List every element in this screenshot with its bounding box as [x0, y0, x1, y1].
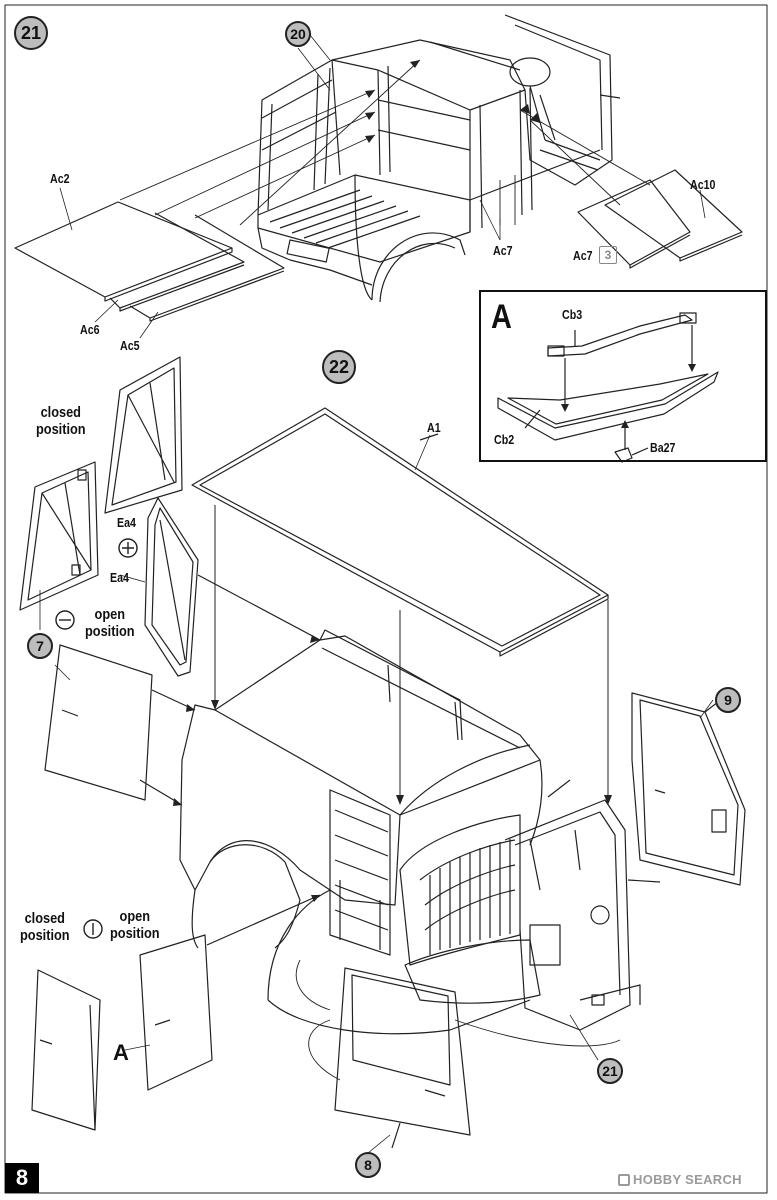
label-ac2: Ac2: [50, 171, 70, 186]
side-window-ea4-open: [144, 497, 321, 677]
sub-assembly-8: 8: [355, 1152, 381, 1178]
sub-assembly-9: 9: [715, 687, 741, 713]
door-bottom-closed: [31, 969, 101, 1131]
van-body: [179, 629, 661, 1035]
label-ac7-center: Ac7: [493, 243, 513, 258]
panel-ac6: [109, 212, 245, 312]
label-ea4-open: Ea4: [110, 570, 129, 585]
watermark-text: HOBBY SEARCH: [633, 1172, 742, 1187]
panel-ac5: [129, 214, 285, 322]
label-open-position-bottom: open position: [110, 908, 160, 942]
panel-ac10: [604, 169, 743, 262]
inset-a-letter: A: [491, 298, 512, 336]
label-ac5: Ac5: [120, 338, 140, 353]
label-open-position-top: open position: [85, 606, 135, 640]
door-bottom-open: [139, 894, 321, 1091]
label-cb3: Cb3: [562, 307, 583, 322]
panel-ac2: [14, 201, 233, 302]
step-21-number: 21: [14, 16, 48, 50]
step21-arrowheads: [365, 60, 540, 143]
label-a1: A1: [427, 420, 441, 435]
label-ea4-top: Ea4: [117, 515, 136, 530]
inset-a-box: [479, 290, 767, 462]
roof-a1: [191, 407, 609, 657]
sub-assembly-20: 20: [285, 21, 311, 47]
door-7-panel: [44, 644, 196, 806]
sub-assembly-7: 7: [27, 633, 53, 659]
step21-guide-lines: [119, 59, 651, 226]
watermark: HOBBY SEARCH: [618, 1172, 742, 1187]
door-9: [631, 692, 746, 886]
label-ac7-right: Ac7: [573, 248, 593, 263]
step21-body-frame: [257, 14, 621, 303]
label-ac10: Ac10: [690, 177, 716, 192]
label-closed-position-top: closed position: [36, 404, 86, 438]
door-7-frame: [19, 461, 99, 611]
watermark-logo-icon: [618, 1174, 630, 1186]
label-a-reference: A: [113, 1040, 129, 1065]
side-window-ea4-closed: [104, 356, 183, 514]
label-closed-position-bottom: closed position: [20, 910, 70, 944]
page-number: 8: [5, 1163, 39, 1193]
sub-assembly-21: 21: [597, 1058, 623, 1084]
panel-ac7: [577, 179, 691, 269]
page-border: [4, 4, 768, 1194]
door-8: [334, 967, 471, 1149]
inset-a-drawing: [497, 312, 719, 463]
label-ba27: Ba27: [650, 440, 676, 455]
label-cb2: Cb2: [494, 432, 515, 447]
step-22-number: 22: [322, 350, 356, 384]
count-badge-ac7: 3: [599, 246, 617, 264]
rotate-symbols: [55, 538, 138, 939]
label-ac6: Ac6: [80, 322, 100, 337]
